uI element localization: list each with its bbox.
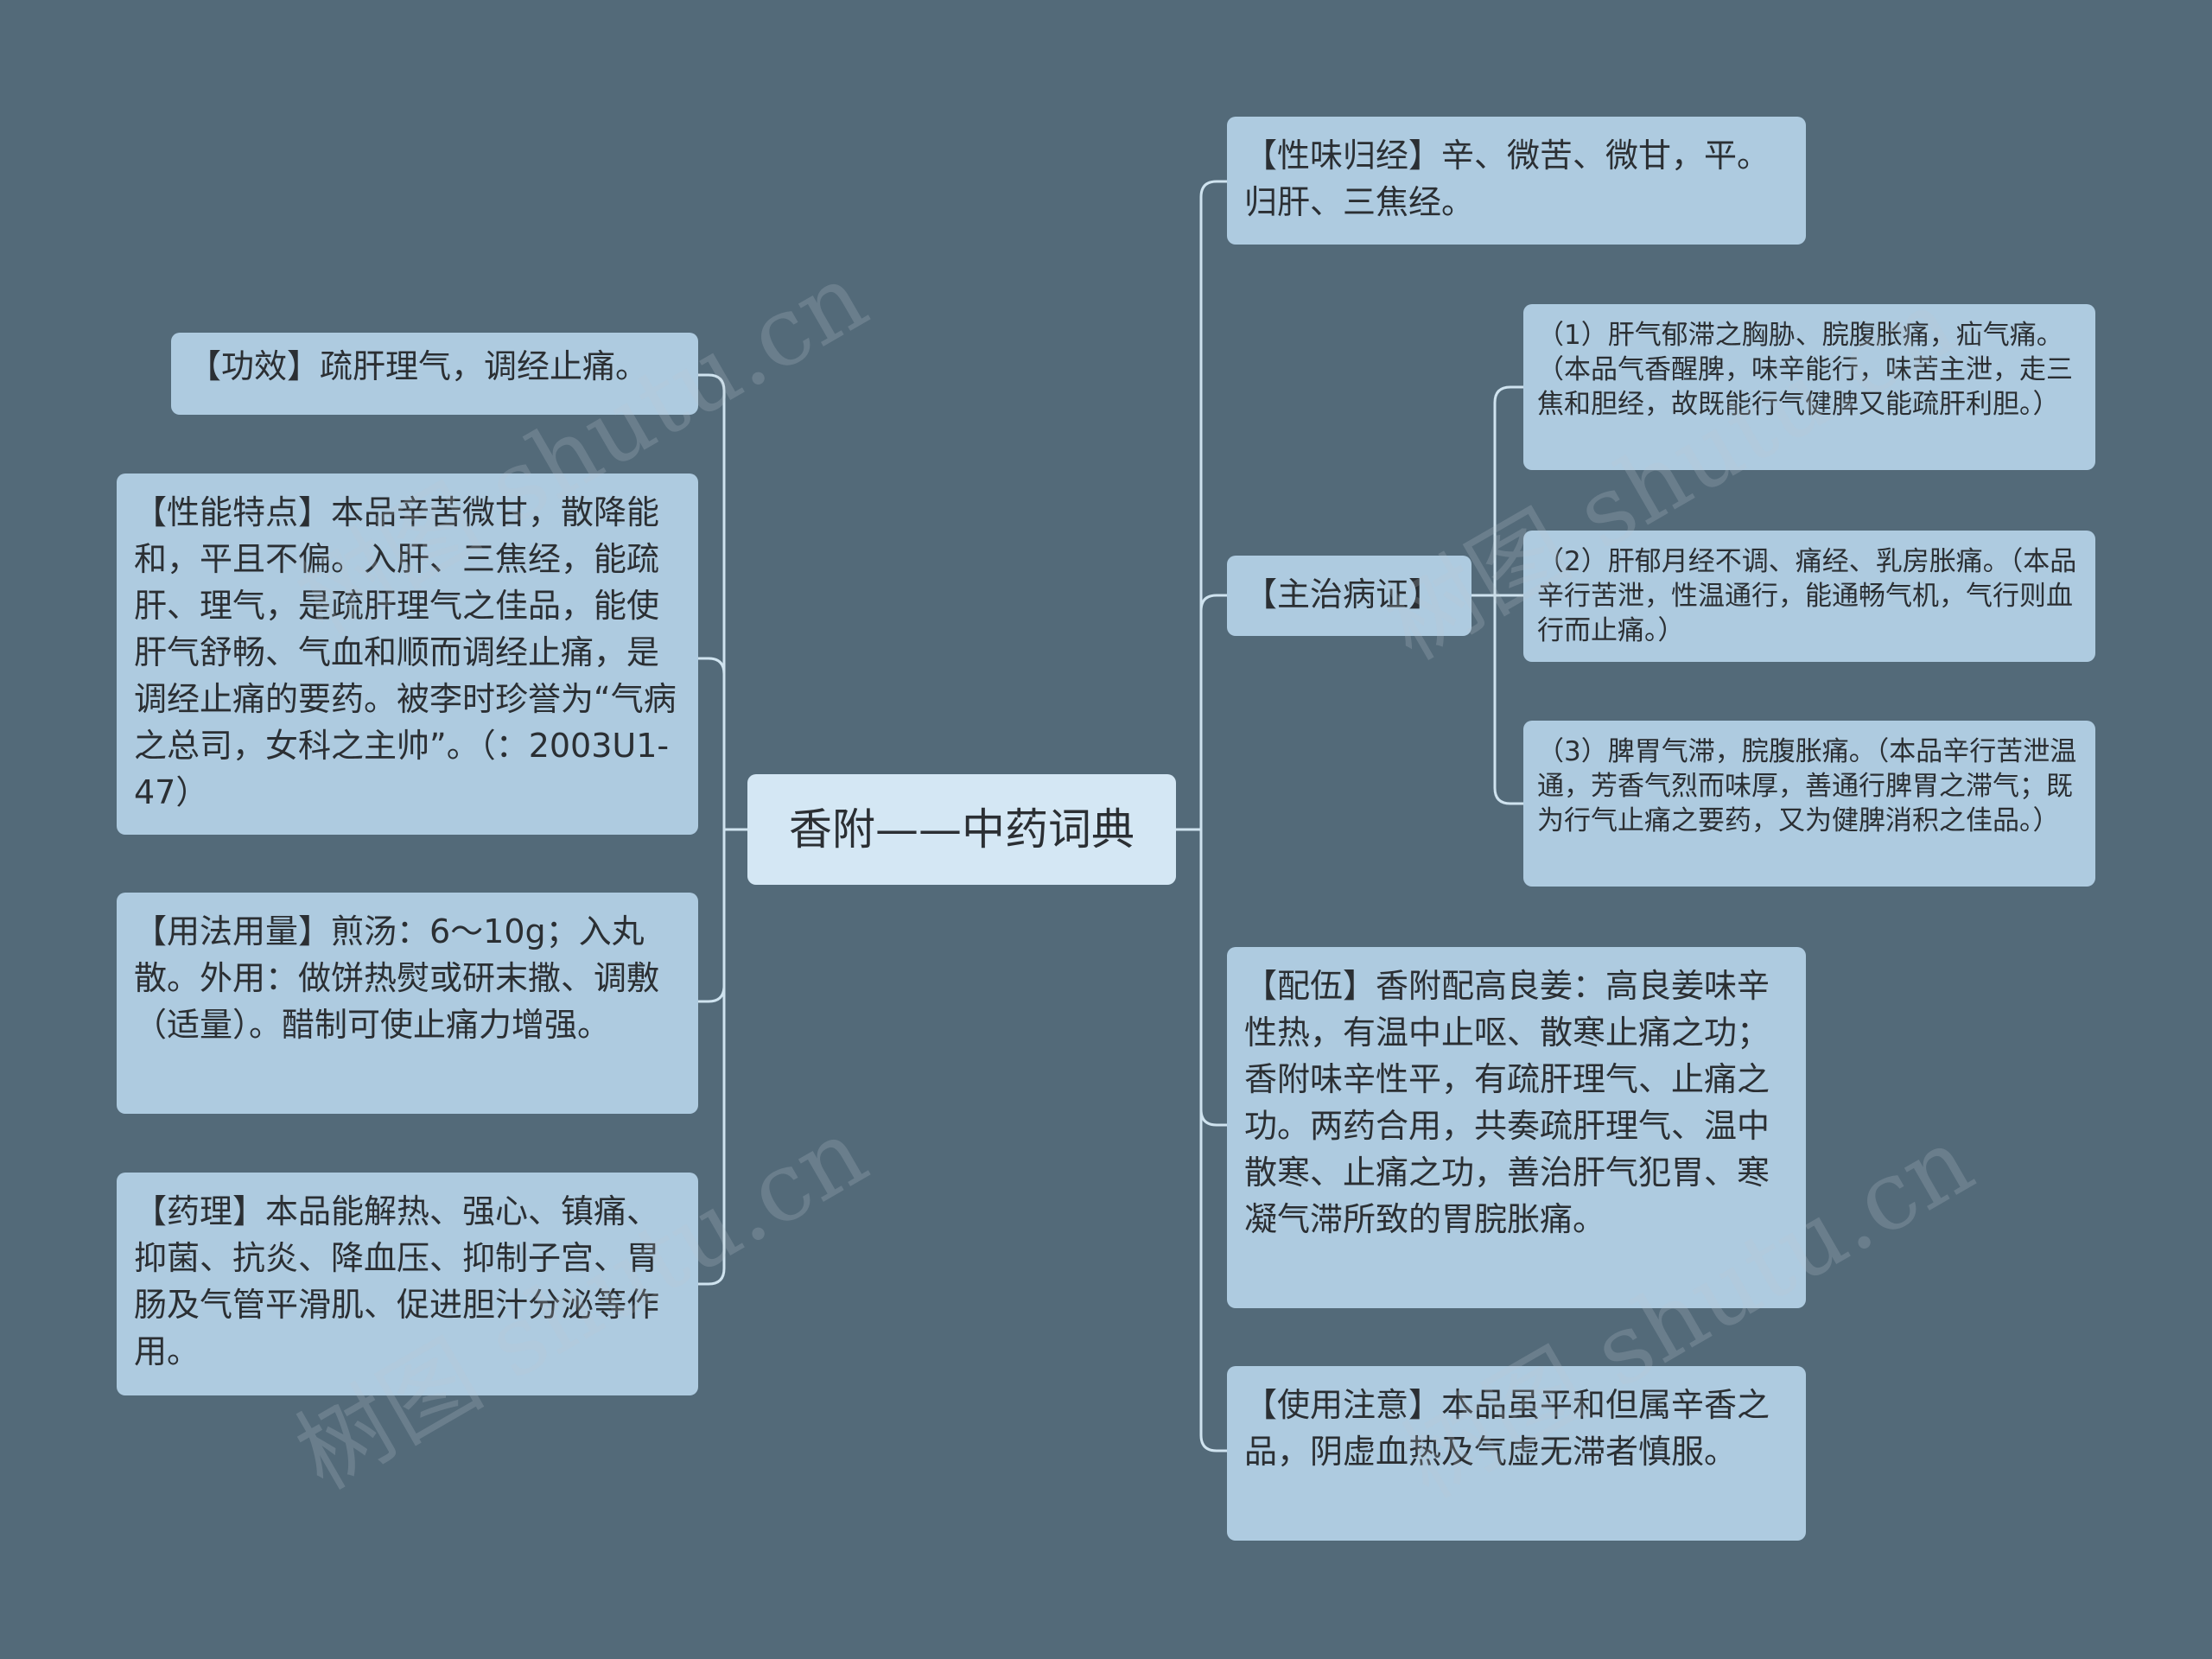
node-indication-1[interactable]: （1）肝气郁滞之胸胁、脘腹胀痛，疝气痛。（本品气香醒脾，味辛能行，味苦主泄，走三… bbox=[1523, 304, 2095, 470]
node-pharmacology[interactable]: 【药理】本品能解热、强心、镇痛、抑菌、抗炎、降血压、抑制子宫、胃肠及气管平滑肌、… bbox=[117, 1173, 698, 1395]
node-combination[interactable]: 【配伍】香附配高良姜：高良姜味辛性热，有温中止呕、散寒止痛之功；香附味辛性平，有… bbox=[1227, 947, 1806, 1308]
node-indication-2[interactable]: （2）肝郁月经不调、痛经、乳房胀痛。（本品辛行苦泄，性温通行，能通畅气机，气行则… bbox=[1523, 531, 2095, 662]
central-topic[interactable]: 香附——中药词典 bbox=[747, 774, 1176, 885]
node-indications[interactable]: 【主治病证】 bbox=[1227, 556, 1471, 636]
node-usage-dosage[interactable]: 【用法用量】煎汤：6～10g；入丸散。外用：做饼热熨或研末撒、调敷（适量）。醋制… bbox=[117, 893, 698, 1114]
node-taste-meridian[interactable]: 【性味归经】辛、微苦、微甘，平。归肝、三焦经。 bbox=[1227, 117, 1806, 245]
node-efficacy[interactable]: 【功效】疏肝理气，调经止痛。 bbox=[171, 333, 698, 415]
node-indication-3[interactable]: （3）脾胃气滞，脘腹胀痛。（本品辛行苦泄温通，芳香气烈而味厚，善通行脾胃之滞气；… bbox=[1523, 721, 2095, 887]
node-properties[interactable]: 【性能特点】本品辛苦微甘，散降能和，平且不偏。入肝、三焦经，能疏肝、理气，是疏肝… bbox=[117, 474, 698, 835]
node-precautions[interactable]: 【使用注意】本品虽平和但属辛香之品，阴虚血热及气虚无滞者慎服。 bbox=[1227, 1366, 1806, 1541]
